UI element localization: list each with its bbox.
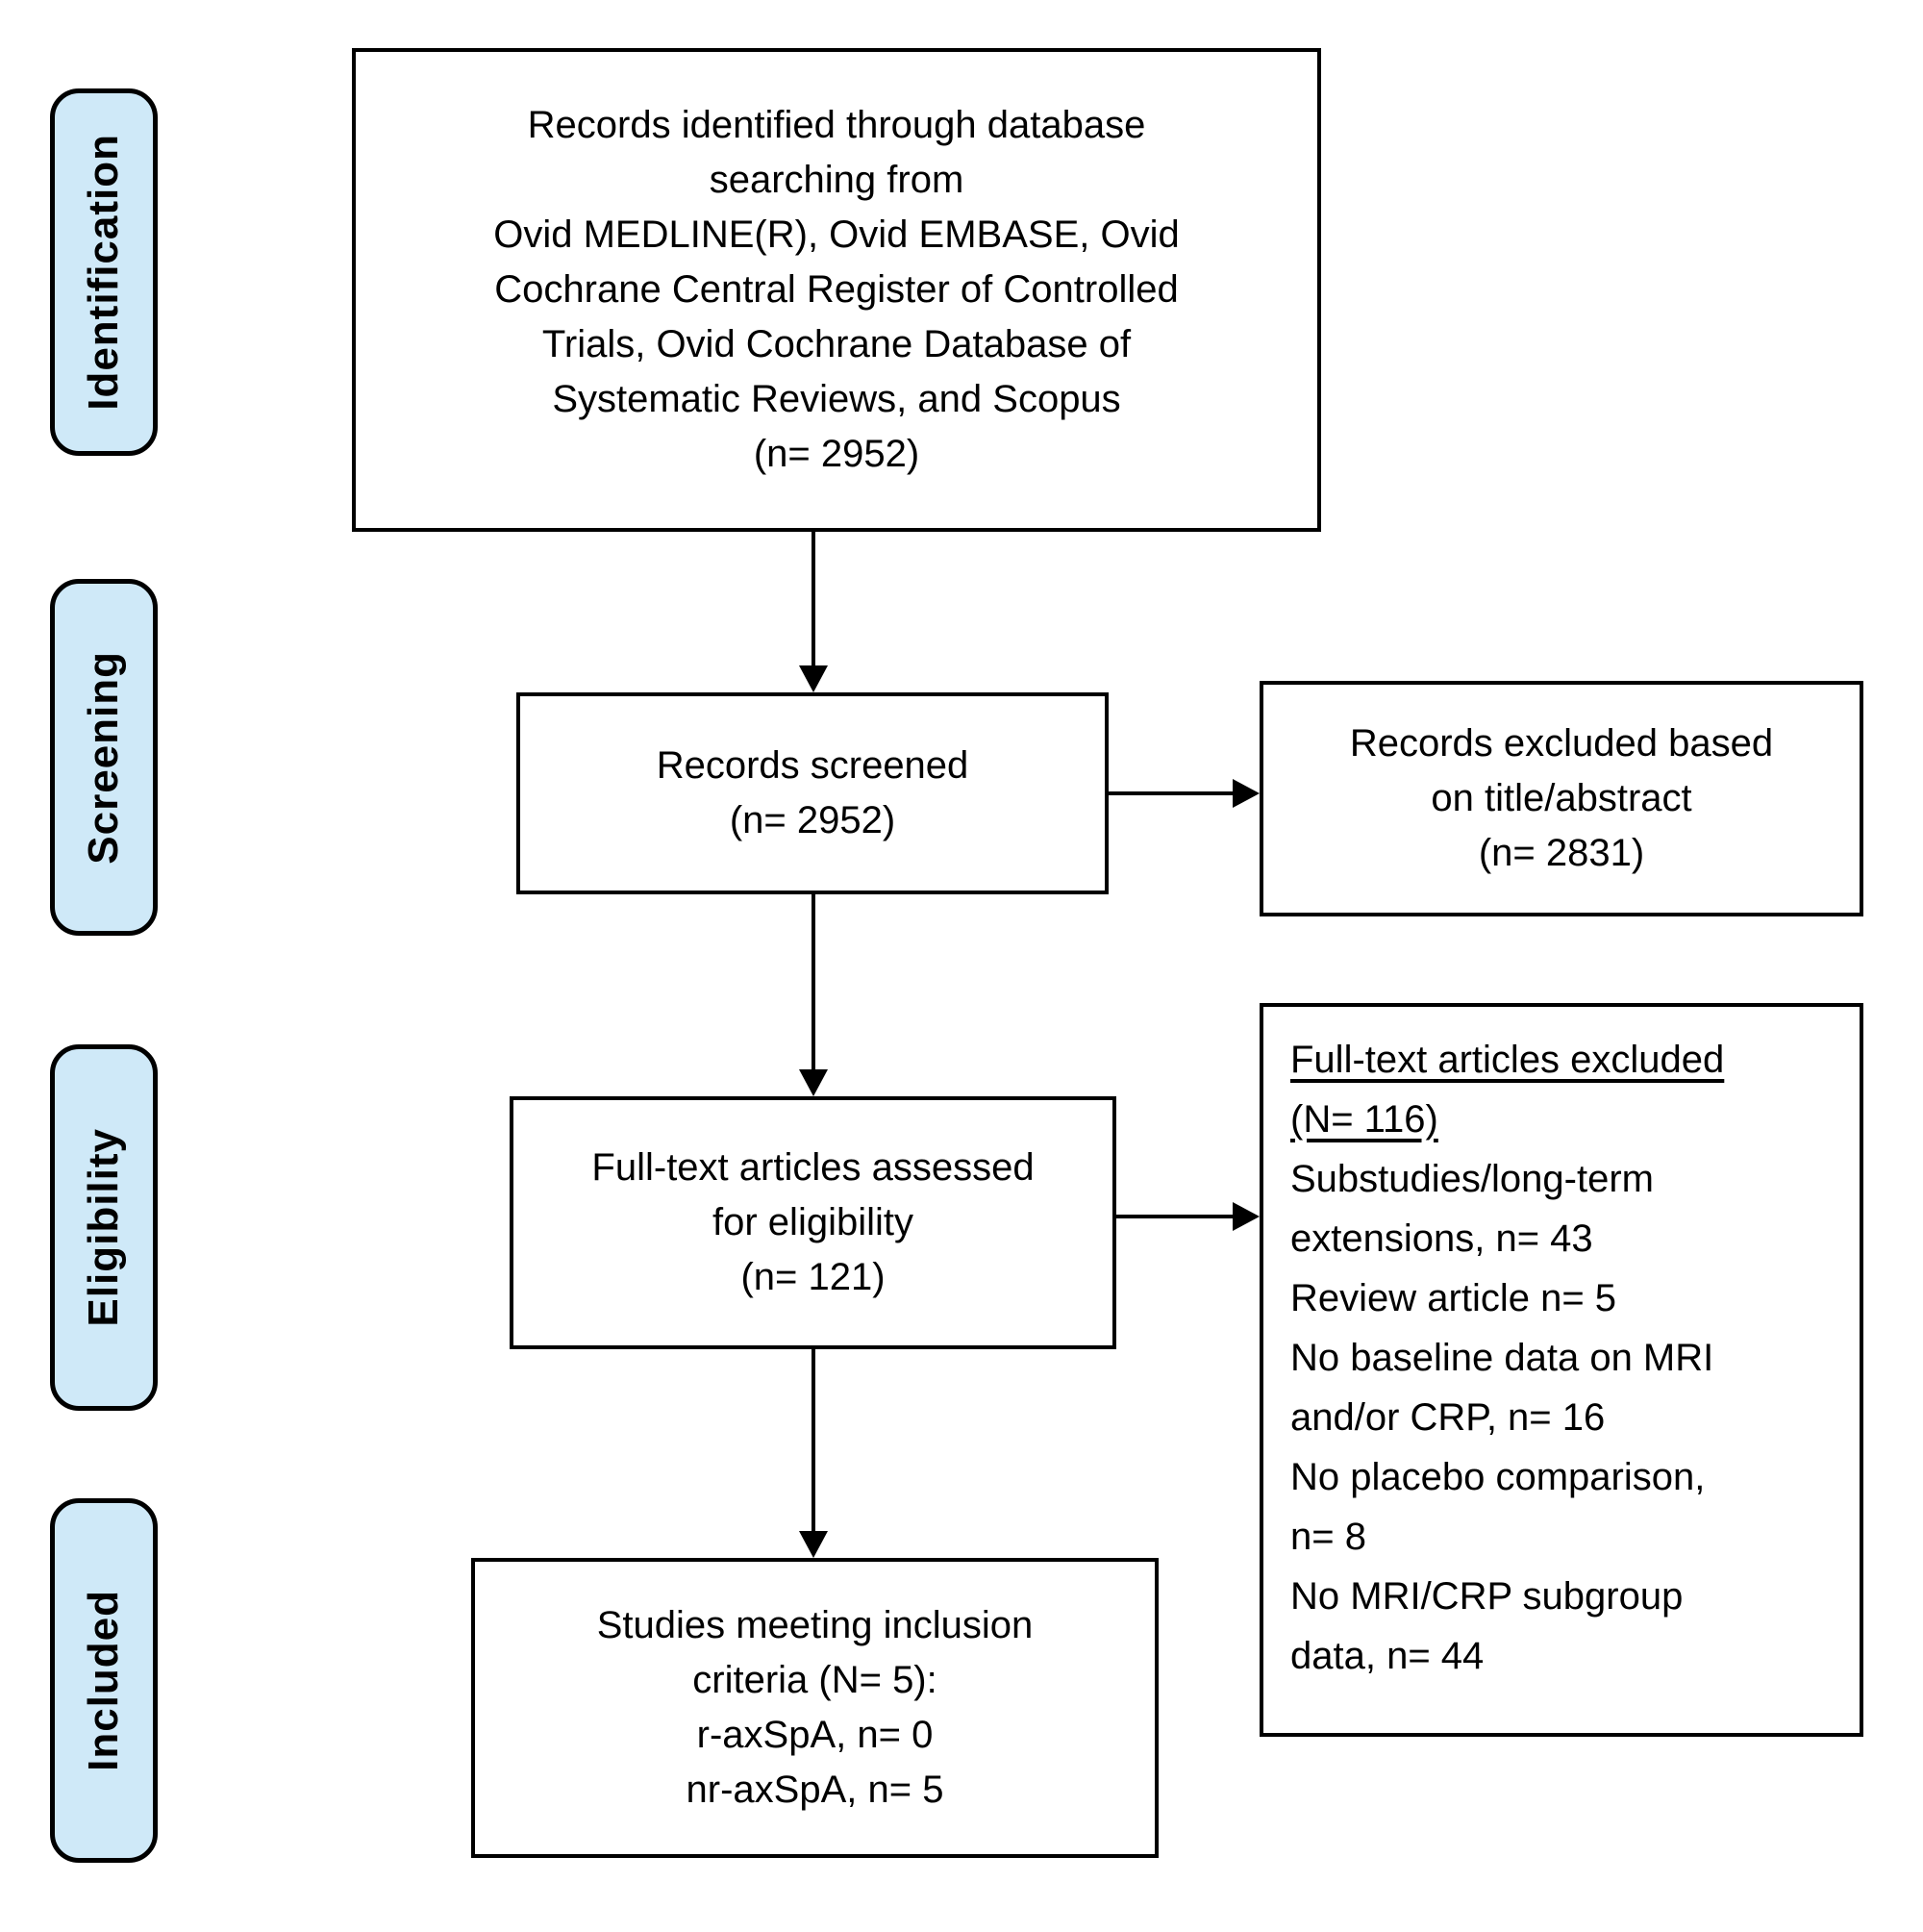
- stage-eligibility: Eligibility: [50, 1044, 158, 1411]
- stage-screening: Screening: [50, 579, 158, 936]
- arrow-assessed-to-excluded-head: [1233, 1202, 1260, 1231]
- arrow-assessed-to-included-head: [799, 1531, 828, 1558]
- stage-included: Included: [50, 1498, 158, 1863]
- stage-identification-label: Identification: [80, 134, 127, 411]
- box-records-screened-text: Records screened(n= 2952): [656, 744, 969, 841]
- arrow-screened-to-assessed-head: [799, 1069, 828, 1096]
- box-fulltext-excluded: Full-text articles excluded(N= 116) Subs…: [1260, 1003, 1863, 1737]
- arrow-assessed-to-excluded-shaft: [1116, 1215, 1235, 1218]
- box-fulltext-excluded-heading: Full-text articles excluded(N= 116): [1290, 1039, 1725, 1141]
- arrow-identified-to-screened-head: [799, 665, 828, 692]
- stage-screening-label: Screening: [80, 650, 127, 865]
- arrow-assessed-to-included-shaft: [812, 1349, 815, 1531]
- stage-included-label: Included: [80, 1590, 127, 1771]
- arrow-screened-to-excluded-head: [1233, 779, 1260, 808]
- stage-identification: Identification: [50, 88, 158, 456]
- arrow-screened-to-excluded-shaft: [1109, 791, 1235, 795]
- arrow-screened-to-assessed-shaft: [812, 894, 815, 1069]
- arrow-identified-to-screened-shaft: [812, 532, 815, 667]
- stage-eligibility-label: Eligibility: [80, 1128, 127, 1327]
- box-records-screened: Records screened(n= 2952): [516, 692, 1109, 894]
